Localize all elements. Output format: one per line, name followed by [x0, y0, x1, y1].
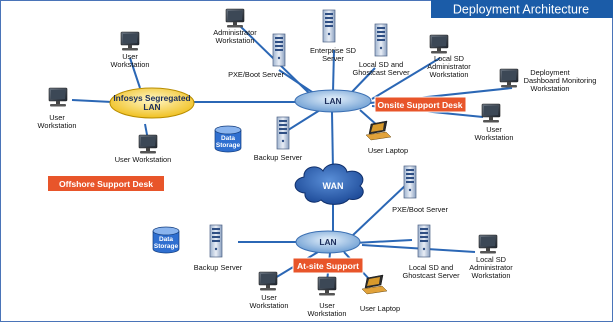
label-data-storage-top-2: Storage — [216, 142, 241, 149]
label-local-admin-bottom-2: Administrator — [469, 263, 513, 272]
label-user-ws-right-2: Workstation — [475, 133, 514, 142]
label-user-ws-left-2: Workstation — [38, 121, 77, 130]
label-pxe-bottom: PXE/Boot Server — [392, 205, 448, 214]
desk-atsite-label: At-site Support — [297, 261, 359, 271]
label-local-admin-bottom-1: Local SD — [476, 255, 506, 264]
label-enterprise-sd-2: Server — [322, 54, 344, 63]
label-user-ws-left-1: User — [49, 113, 65, 122]
local-sd-server-icon — [374, 23, 388, 57]
label-data-storage-bottom-2: Storage — [154, 243, 179, 250]
backup-server-icon — [276, 116, 290, 150]
label-data-storage-top-1: Data — [221, 135, 235, 142]
label-user-ws-mid: User Workstation — [115, 155, 172, 164]
label-user-ws-right-1: User — [486, 125, 502, 134]
label-dashboard-1: Deployment — [530, 68, 569, 77]
enterprise-server-icon — [322, 9, 336, 43]
desk-onsite: Onsite Support Desk — [374, 96, 467, 113]
node-labels: User Workstation User Workstation User W… — [38, 28, 597, 318]
label-local-sd-bottom-1: Local SD and — [409, 263, 453, 272]
label-laptop-bottom: User Laptop — [360, 304, 400, 313]
lan-top-hub: LAN — [294, 89, 372, 113]
diagram-title: Deployment Architecture — [453, 3, 589, 17]
lan-top-label: LAN — [324, 96, 341, 106]
label-local-sd-top-2: Ghostcast Server — [352, 68, 410, 77]
infosys-lan-hub: Infosys Segregated LAN — [109, 87, 195, 119]
label-backup-bottom: Backup Server — [194, 263, 243, 272]
desk-offshore: Offshore Support Desk — [48, 176, 164, 191]
label-user-ws-b1-2: Workstation — [250, 301, 289, 310]
label-user-ws-top-1: User — [122, 52, 138, 61]
label-admin-ws-2: Workstation — [216, 36, 255, 45]
wan-label: WAN — [323, 181, 344, 191]
infosys-lan-label-line2: LAN — [143, 102, 160, 112]
infosys-lan-label-line1: Infosys Segregated — [113, 93, 190, 103]
label-data-storage-bottom-1: Data — [159, 236, 173, 243]
wan-cloud: WAN — [294, 163, 364, 205]
label-user-ws-b2-1: User — [319, 301, 335, 310]
pxe-server-icon — [272, 33, 286, 67]
label-local-admin-top-3: Workstation — [430, 70, 469, 79]
desk-onsite-label: Onsite Support Desk — [378, 100, 463, 110]
label-user-ws-b1-1: User — [261, 293, 277, 302]
label-local-admin-top-1: Local SD — [434, 54, 464, 63]
label-enterprise-sd-1: Enterprise SD — [310, 46, 356, 55]
local-sd-server-icon — [417, 224, 431, 258]
label-pxe-top: PXE/Boot Server — [228, 70, 284, 79]
desk-offshore-label: Offshore Support Desk — [59, 179, 153, 189]
desk-atsite: At-site Support — [292, 257, 364, 274]
pxe-server-icon — [403, 165, 417, 199]
label-local-admin-bottom-3: Workstation — [472, 271, 511, 280]
label-backup-top: Backup Server — [254, 153, 303, 162]
label-local-sd-bottom-2: Ghostcast Server — [402, 271, 460, 280]
label-user-ws-top-2: Workstation — [111, 60, 150, 69]
label-laptop-top: User Laptop — [368, 146, 408, 155]
backup-server-icon — [209, 224, 223, 258]
label-local-sd-top-1: Local SD and — [359, 60, 403, 69]
lan-bottom-label: LAN — [319, 237, 336, 247]
lan-bottom-hub: LAN — [295, 230, 361, 254]
label-user-ws-b2-2: Workstation — [308, 309, 347, 318]
label-dashboard-2: Dashboard Monitoring — [524, 76, 597, 85]
title-bar — [431, 0, 613, 18]
label-local-admin-top-2: Administrator — [427, 62, 471, 71]
label-admin-ws-1: Administrator — [213, 28, 257, 37]
label-dashboard-3: Workstation — [531, 84, 570, 93]
